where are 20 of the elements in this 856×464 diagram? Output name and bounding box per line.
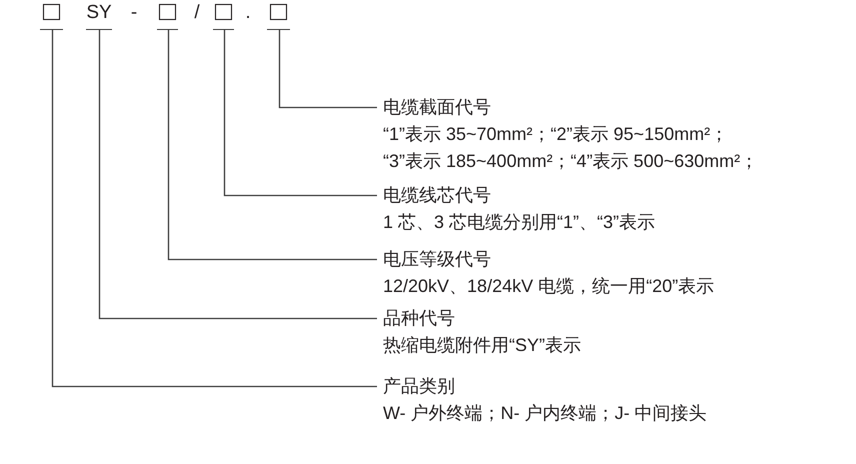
leader-line bbox=[278, 30, 377, 108]
leader-line bbox=[98, 30, 377, 320]
leader-line bbox=[52, 30, 377, 388]
code-value-note: “3”表示 185~400mm²；“4”表示 500~630mm²； bbox=[382, 150, 758, 172]
code-field-name: 电压等级代号 bbox=[382, 248, 491, 270]
code-value-note: “1”表示 35~70mm²；“2”表示 95~150mm²； bbox=[382, 122, 728, 146]
code-value-note: W- 户外终端；N- 户内终端；J- 中间接头 bbox=[382, 402, 707, 424]
leader-line bbox=[224, 30, 377, 196]
code-field-name: 品种代号 bbox=[382, 306, 455, 330]
code-separator: . bbox=[245, 2, 251, 23]
code-field-name: 电缆截面代号 bbox=[382, 96, 491, 118]
code-separator: / bbox=[194, 2, 200, 23]
code-value-note: 热缩电缆附件用“SY”表示 bbox=[382, 334, 581, 356]
code-field-name: 产品类别 bbox=[382, 374, 455, 398]
leader-line bbox=[168, 30, 377, 260]
code-field-name: 电缆线芯代号 bbox=[382, 184, 491, 206]
code-separator: - bbox=[130, 2, 138, 23]
code-letters: SY bbox=[86, 2, 112, 30]
code-value-note: 12/20kV、18/24kV 电缆，统一用“20”表示 bbox=[382, 274, 714, 298]
code-value-note: 1 芯、3 芯电缆分别用“1”、“3”表示 bbox=[382, 210, 656, 234]
